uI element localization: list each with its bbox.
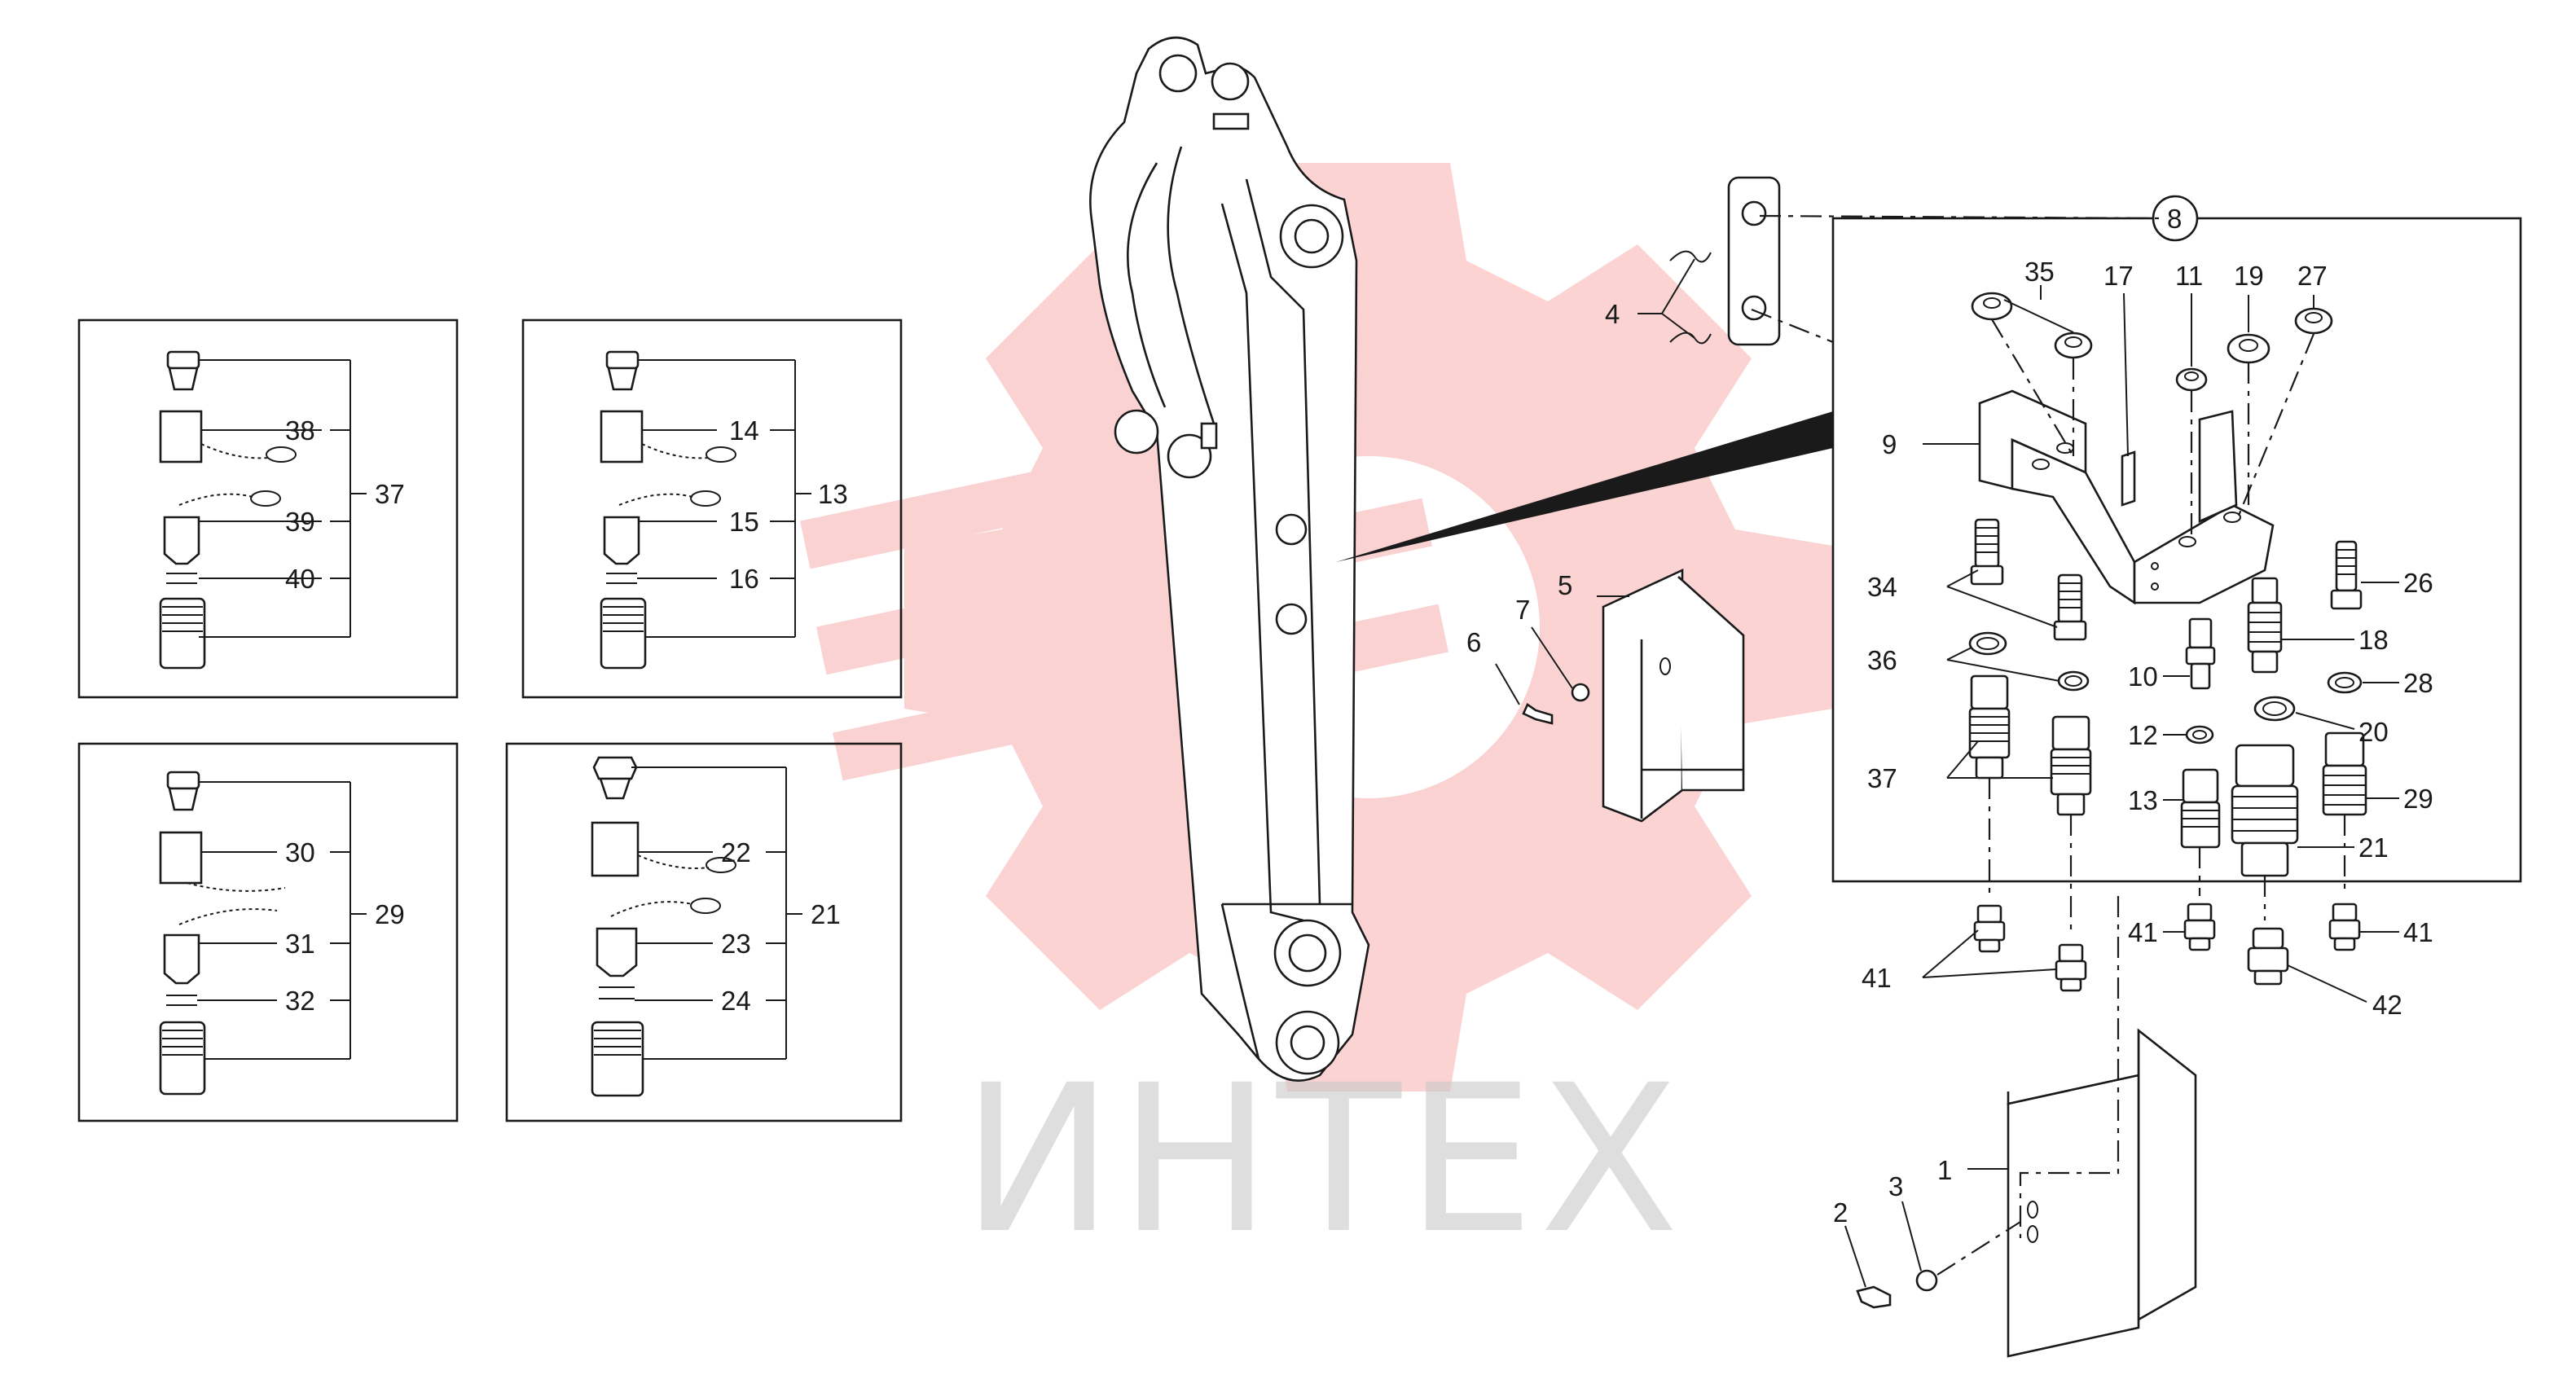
callout-41-right: 41 — [2403, 917, 2433, 947]
kit-37-item-2-label: 39 — [285, 507, 315, 537]
callout-17: 17 — [2103, 261, 2134, 291]
callout-41-left: 41 — [1862, 963, 1892, 993]
callout-9: 9 — [1882, 429, 1897, 459]
kit-29-box — [77, 742, 459, 1122]
callout-19: 19 — [2234, 261, 2264, 291]
kit-13-item-3-label: 16 — [729, 564, 759, 594]
top-nuts — [1971, 285, 2333, 538]
callout-28: 28 — [2403, 668, 2433, 698]
callout-29: 29 — [2403, 784, 2433, 814]
callout-26: 26 — [2403, 568, 2433, 598]
detail-pointer — [1336, 411, 1833, 562]
callout-27: 27 — [2297, 261, 2328, 291]
callout-41-middle: 41 — [2128, 917, 2158, 947]
detail-box-8 — [1751, 195, 2522, 883]
kit-21-item-2-label: 23 — [721, 929, 751, 959]
boom-arm — [1089, 36, 1370, 1082]
callout-11: 11 — [2175, 261, 2203, 291]
callout-20: 20 — [2358, 717, 2389, 747]
callout-42: 42 — [2372, 990, 2402, 1020]
kit-29-item-3-label: 32 — [285, 986, 315, 1016]
callout-36: 36 — [1867, 645, 1897, 675]
adapters — [1922, 778, 2399, 1003]
kit-21-box — [505, 742, 903, 1122]
callout-4: 4 — [1605, 299, 1620, 329]
kit-21-item-3-label: 24 — [721, 986, 751, 1016]
callout-13: 13 — [2128, 785, 2158, 815]
part-5-guard — [1495, 568, 1745, 823]
callout-18: 18 — [2358, 625, 2389, 655]
kit-37-group-label: 37 — [375, 479, 405, 509]
callout-35: 35 — [2024, 257, 2055, 287]
callout-6: 6 — [1466, 627, 1481, 657]
callout-7: 7 — [1515, 595, 1530, 625]
callout-1: 1 — [1937, 1155, 1952, 1185]
kit-29-item-2-label: 31 — [285, 929, 315, 959]
callout-10: 10 — [2128, 661, 2158, 692]
kit-37-box — [77, 318, 459, 699]
callout-5: 5 — [1558, 570, 1572, 600]
kit-13-item-1-label: 14 — [729, 415, 759, 446]
callout-2: 2 — [1833, 1197, 1848, 1228]
callout-34: 34 — [1867, 572, 1897, 602]
callout-8: 8 — [2167, 204, 2182, 234]
kit-29-item-1-label: 30 — [285, 837, 315, 868]
callout-3: 3 — [1888, 1171, 1903, 1201]
kit-13-item-2-label: 15 — [729, 507, 759, 537]
fittings — [1946, 518, 2399, 877]
leader-17 — [2123, 292, 2129, 457]
kit-21-group-label: 21 — [811, 899, 841, 929]
part-4-clamp — [1637, 176, 1781, 346]
callout-12: 12 — [2128, 720, 2158, 750]
kit-29-group-label: 29 — [375, 899, 405, 929]
kit-37-item-1-label: 38 — [285, 415, 315, 446]
part-1-cover — [1844, 896, 2197, 1358]
part-9-bracket — [1923, 389, 2275, 605]
callout-37: 37 — [1867, 763, 1897, 793]
watermark-text: ИНТЕХ — [961, 1041, 1684, 1278]
kit-13-box — [521, 318, 903, 699]
kit-37-item-3-label: 40 — [285, 564, 315, 594]
kit-13-group-label: 13 — [818, 479, 848, 509]
kit-21-item-1-label: 22 — [721, 837, 751, 868]
callout-21: 21 — [2358, 832, 2389, 863]
